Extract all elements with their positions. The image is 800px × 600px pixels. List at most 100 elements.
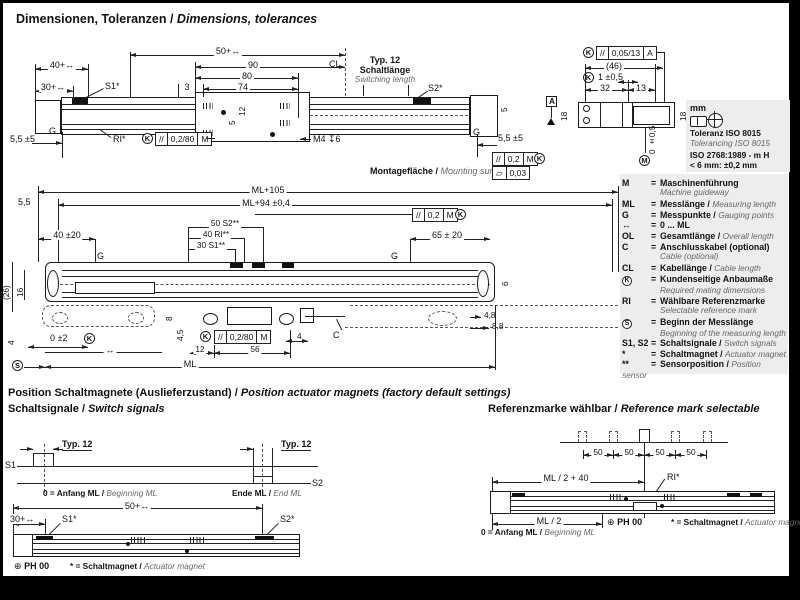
legend-key: S	[622, 317, 651, 330]
leader-line	[664, 52, 665, 102]
section-line	[622, 102, 623, 128]
legend-term-en: Gauging points	[718, 210, 775, 220]
datum-reference: M	[256, 331, 270, 343]
magnet-s1-label: S1*	[62, 514, 77, 524]
hatch-block	[203, 103, 213, 109]
typ12-label: Typ. 12	[369, 55, 401, 65]
extension-line	[628, 80, 629, 102]
mounting-surface-en: Mounting surface	[440, 166, 510, 176]
encoder-right-end-cap	[470, 95, 498, 137]
circle-s-icon: S	[622, 319, 632, 330]
position-symbol: ⊕	[607, 517, 615, 527]
actuator-magnet-note: * = Schaltmagnet / Actuator magnet	[671, 517, 800, 527]
parallelism-symbol: //	[218, 331, 223, 342]
signal-pulse-edge	[272, 476, 273, 483]
hatch-block	[190, 537, 206, 544]
actuator-magnet-de: * = Schaltmagnet /	[671, 517, 743, 527]
page-title: Dimensionen, Toleranzen / Dimensions, to…	[16, 12, 317, 26]
hatch-block	[131, 537, 147, 544]
bottom-title-en: Position actuator magnets (factory defau…	[240, 387, 511, 399]
screw-dot	[126, 542, 130, 546]
magnet-block	[750, 493, 762, 497]
dimension-label: 74	[235, 82, 251, 93]
dashed-slot	[52, 312, 68, 324]
dimension-label: 5,5	[18, 197, 31, 207]
extension-line	[495, 305, 496, 370]
extension-line	[602, 514, 603, 528]
switch-signal-s2-label: S2*	[428, 83, 443, 93]
dimension-label: 50+↔	[213, 46, 243, 57]
dimension-line	[45, 365, 495, 369]
signal-pulse-edge	[33, 453, 34, 466]
tolerance-value: 0,05/13	[607, 47, 643, 59]
extension-line	[244, 238, 245, 262]
dimension-label: (26)	[1, 285, 11, 300]
dimension-label: 50	[591, 447, 605, 458]
equals-sign: =	[651, 231, 657, 241]
body-divider	[510, 491, 511, 514]
body-line	[32, 539, 299, 540]
dimension-label: 40+↔	[47, 60, 77, 71]
typ12-label: Typ. 12	[62, 439, 93, 452]
extension-line	[214, 345, 215, 358]
body-line	[62, 297, 478, 298]
dimension-label: 65 ± 20	[430, 230, 464, 241]
legend-row: OL=Gesamtlänge / Overall length	[622, 231, 788, 242]
legend-term-en: Cable (optional)	[660, 251, 719, 262]
reference-mark-ri-label: RI*	[667, 472, 680, 482]
dimension-label: 4,5	[175, 329, 185, 341]
legend-term-de: Anschlusskabel (optional)	[660, 242, 770, 252]
actuator-magnet-note: * = Schaltmagnet / Actuator magnet	[70, 561, 205, 571]
legend-term-en: Switch signals	[724, 338, 777, 348]
mounting-surface-label: Montagefläche / Mounting surface	[370, 166, 510, 176]
feature-control-frame: // 0,2/80 M	[155, 132, 213, 146]
dimension-label: 1 ±0,5	[598, 72, 623, 82]
parallelism-symbol: //	[159, 133, 164, 144]
reference-pulse-top	[639, 429, 649, 430]
dimension-label: ML / 2	[534, 516, 564, 527]
end-ml-en: End ML	[273, 488, 302, 498]
reference-mark-title-en: Reference mark selectable	[620, 403, 760, 415]
switch-signal-s1-label: S1*	[105, 81, 120, 91]
legend-key: ML	[622, 199, 635, 209]
actuator-magnet-en: Actuator magnet	[144, 561, 205, 571]
body-line	[62, 270, 478, 271]
body-line	[32, 549, 299, 550]
centerline-dashed	[262, 444, 263, 492]
section-line	[600, 102, 601, 128]
reference-mark-title-de: Referenzmarke wählbar /	[488, 403, 618, 415]
reference-mark-title: Referenzmarke wählbar / Reference mark s…	[488, 403, 760, 415]
legend-term-de: Kabellänge /	[660, 263, 712, 273]
legend-term-en: Position sensor	[622, 359, 761, 380]
selector-window	[75, 282, 155, 294]
legend-key: S1, S2	[622, 338, 649, 348]
extension-line	[408, 85, 409, 96]
actuator-magnet-en: Actuator magnet	[745, 517, 800, 527]
centerline	[50, 284, 490, 285]
signal-pulse-edge	[53, 453, 54, 466]
extension-line	[45, 519, 46, 536]
dimension-label: ML+94 ±0,4	[240, 198, 292, 209]
dimension-label: ML+105	[249, 185, 287, 196]
legend-row: ML=Messlänge / Measuring length	[622, 199, 788, 210]
datum-circle-k: K	[142, 133, 153, 144]
equals-sign: =	[651, 263, 657, 273]
projection-icon	[697, 116, 698, 125]
dashed-head-outline	[42, 305, 155, 327]
dimension-label: 56	[248, 344, 262, 355]
dimension-label: 13	[633, 83, 649, 94]
feature-control-frame: // 0,2/80 M	[214, 330, 272, 344]
tick-line	[675, 450, 676, 459]
tolerance-standard-de: Toleranz ISO 8015	[690, 128, 761, 138]
dimension-label: 50	[653, 447, 667, 458]
magnet-block	[512, 493, 525, 497]
legend-term-de: Gesamtlänge /	[660, 231, 721, 241]
units-label: mm	[690, 103, 707, 113]
legend-term-en: Machine guideway	[660, 187, 729, 198]
datum-a-box	[546, 96, 557, 107]
datum-leader	[551, 107, 552, 118]
feature-control-frame: // 0,05/13 A	[596, 46, 657, 60]
